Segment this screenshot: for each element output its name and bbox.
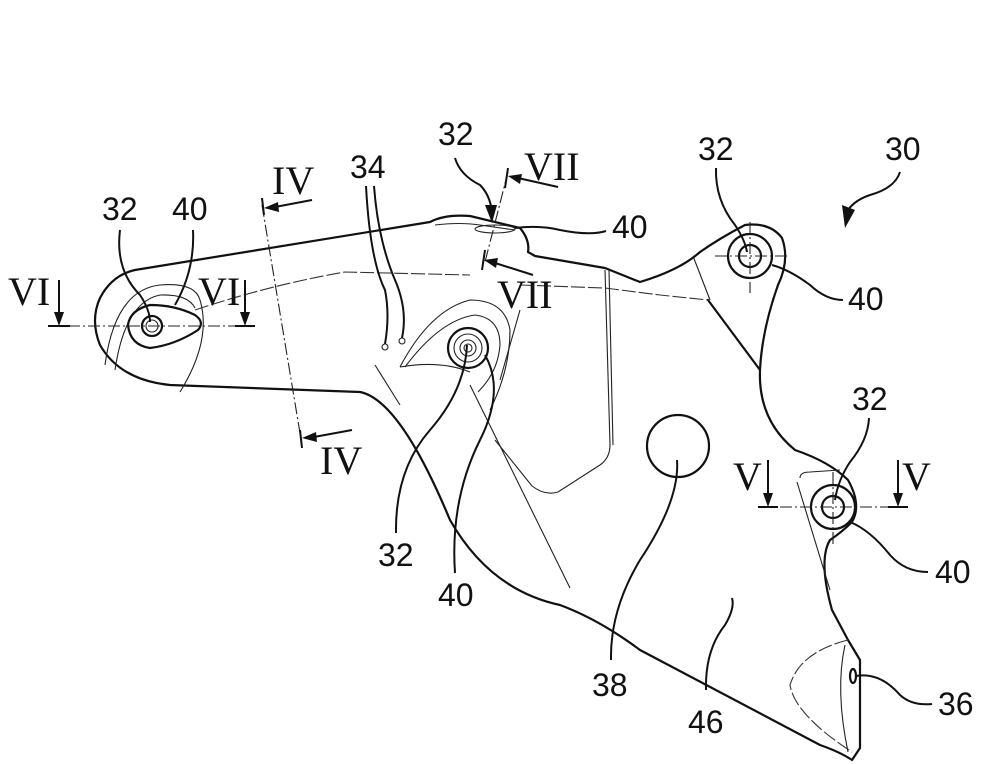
label-30: 30 bbox=[885, 131, 921, 167]
section-label-iv-bottom: IV bbox=[320, 438, 362, 483]
vi-right-arrow bbox=[235, 280, 255, 327]
leader-40-top bbox=[514, 225, 607, 235]
label-40-top-right: 40 bbox=[848, 281, 884, 317]
leader-32-top-arrowhead bbox=[485, 205, 497, 223]
leader-32-center bbox=[394, 344, 468, 534]
tab-line-a bbox=[494, 269, 611, 494]
label-40-lower-right: 40 bbox=[935, 554, 971, 590]
boss-top-middle bbox=[474, 224, 516, 234]
label-32-top: 32 bbox=[438, 116, 474, 152]
leader-30-arrowhead bbox=[842, 205, 855, 228]
center-diagonal bbox=[374, 364, 401, 406]
center-pocket-outer bbox=[399, 299, 511, 411]
boss-top-right bbox=[715, 222, 787, 293]
end-nub-dash bbox=[789, 639, 853, 753]
leader-30 bbox=[847, 171, 901, 211]
leader-40-left bbox=[174, 229, 195, 306]
leader-34-a bbox=[365, 185, 389, 345]
label-38: 38 bbox=[592, 667, 628, 703]
leader-46 bbox=[704, 597, 734, 691]
vii-bottom-arrow bbox=[481, 249, 534, 276]
section-label-v-right: V bbox=[902, 454, 931, 499]
iv-bottom-arrow bbox=[299, 429, 353, 449]
top-hidden-edge bbox=[194, 271, 471, 311]
lower-right-plate bbox=[796, 469, 841, 591]
leader-40-center bbox=[453, 354, 495, 574]
vii-top-arrow bbox=[504, 167, 559, 189]
leader-32-top bbox=[454, 157, 493, 213]
boss-center bbox=[446, 326, 490, 370]
center-diagonal-long bbox=[469, 384, 571, 589]
section-label-vi-left: VI bbox=[8, 269, 50, 314]
label-36: 36 bbox=[938, 686, 974, 722]
label-32-left: 32 bbox=[102, 191, 138, 227]
iv-top-arrow bbox=[261, 197, 313, 216]
section-label-v-left: V bbox=[733, 454, 762, 499]
center-diagonal-2 bbox=[499, 309, 521, 381]
top-lip-edge bbox=[434, 222, 516, 231]
leader-32-lower-right bbox=[834, 417, 870, 501]
vi-left-arrow bbox=[48, 280, 70, 327]
left-pocket-inner bbox=[114, 294, 196, 371]
top-right-web bbox=[692, 255, 711, 301]
small-hole-b bbox=[398, 337, 406, 345]
section-line-iv bbox=[261, 204, 303, 446]
label-32-lower-right: 32 bbox=[852, 381, 888, 417]
tab-line-b bbox=[608, 269, 614, 446]
label-32-top-right: 32 bbox=[698, 131, 734, 167]
label-32-center: 32 bbox=[378, 537, 414, 573]
label-46: 46 bbox=[688, 704, 724, 740]
section-label-vii-bottom: VII bbox=[497, 272, 553, 317]
left-teardrop bbox=[126, 303, 202, 350]
leader-36 bbox=[855, 674, 933, 706]
top-right-arm bbox=[706, 298, 762, 372]
leader-38 bbox=[609, 459, 679, 661]
leader-40-top-right bbox=[771, 264, 844, 301]
section-label-vii-top: VII bbox=[524, 144, 580, 189]
label-40-left: 40 bbox=[172, 191, 208, 227]
leader-40-lower-right bbox=[849, 521, 929, 573]
right-hidden-edge bbox=[519, 284, 709, 301]
section-label-vi-right: VI bbox=[198, 269, 240, 314]
v-left-arrow bbox=[758, 460, 778, 508]
section-label-iv-top: IV bbox=[272, 158, 314, 203]
label-34: 34 bbox=[350, 149, 386, 185]
end-nub-edge bbox=[840, 644, 849, 753]
circle-feature-38 bbox=[645, 413, 711, 479]
leader-32-left bbox=[118, 229, 151, 323]
small-hole-a bbox=[381, 343, 389, 351]
label-40-center: 40 bbox=[438, 577, 474, 613]
leader-32-top-right bbox=[714, 167, 748, 253]
leader-34-b bbox=[373, 185, 405, 339]
end-hole-36 bbox=[848, 667, 858, 685]
center-pocket-base bbox=[399, 363, 471, 373]
label-40-top: 40 bbox=[612, 209, 648, 245]
center-pocket-inner bbox=[404, 314, 501, 393]
v-right-arrow bbox=[888, 460, 908, 508]
